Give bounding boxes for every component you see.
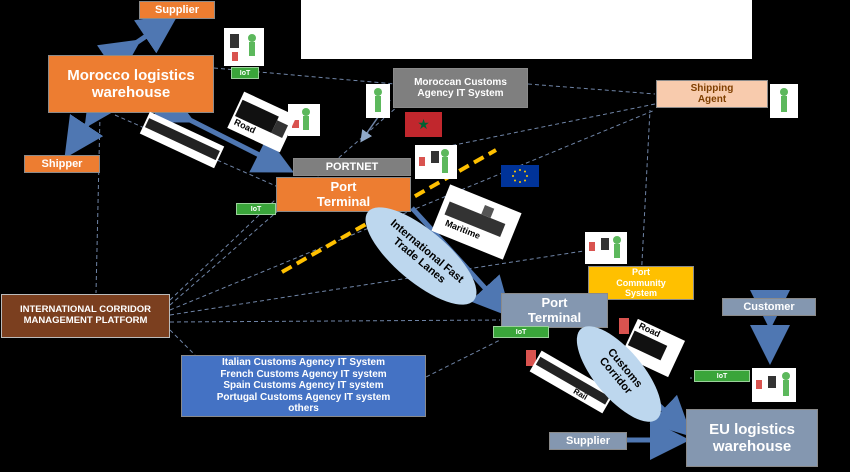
person-device-icon-port-community xyxy=(585,232,627,269)
port-terminal-morocco-box: Port Terminal xyxy=(276,177,411,212)
device-icon-rail xyxy=(526,350,536,371)
iot-tag-warehouse: IoT xyxy=(231,67,259,79)
supplier-top-box: Supplier xyxy=(139,1,215,19)
morocco-warehouse-box: Morocco logistics warehouse xyxy=(48,55,214,113)
shipper-box: Shipper xyxy=(24,155,100,173)
supplier-bottom-box: Supplier xyxy=(549,432,627,450)
portnet-box: PORTNET xyxy=(293,158,411,176)
eu-customs-box: Italian Customs Agency IT System French … xyxy=(181,355,426,417)
person-device-icon-warehouse xyxy=(224,28,264,71)
eu-flag-icon xyxy=(501,165,539,187)
person-device-icon-portnet xyxy=(415,145,457,184)
device-icon-truck-eu xyxy=(619,318,629,339)
iot-tag-port-eu: IoT xyxy=(493,326,549,338)
customer-box: Customer xyxy=(722,298,816,316)
port-terminal-eu-box: Port Terminal xyxy=(501,293,608,328)
person-icon-customs xyxy=(366,84,390,123)
morocco-flag-icon: ★ xyxy=(405,112,442,137)
intl-corridor-platform-box: INTERNATIONAL CORRIDOR MANAGEMENT PLATFO… xyxy=(1,294,170,338)
eu-customs-line-france: French Customs Agency IT system xyxy=(220,368,387,380)
person-device-icon-eu xyxy=(752,368,796,407)
eu-customs-line-spain: Spain Customs Agency IT system xyxy=(223,380,384,392)
iot-tag-port-morocco: IoT xyxy=(236,203,276,215)
eu-customs-line-italy: Italian Customs Agency IT System xyxy=(221,357,385,369)
eu-customs-line-portugal: Portugal Customs Agency IT system xyxy=(216,391,391,403)
moroccan-customs-box: Moroccan Customs Agency IT System xyxy=(393,68,528,108)
eu-customs-line-others: others xyxy=(288,403,319,415)
person-icon-shipping-agent xyxy=(770,84,798,123)
iot-tag-customs-corridor: IoT xyxy=(694,370,750,382)
top-white-box xyxy=(301,0,752,59)
eu-warehouse-box: EU logistics warehouse xyxy=(686,409,818,467)
shipping-agent-box: Shipping Agent xyxy=(656,80,768,108)
